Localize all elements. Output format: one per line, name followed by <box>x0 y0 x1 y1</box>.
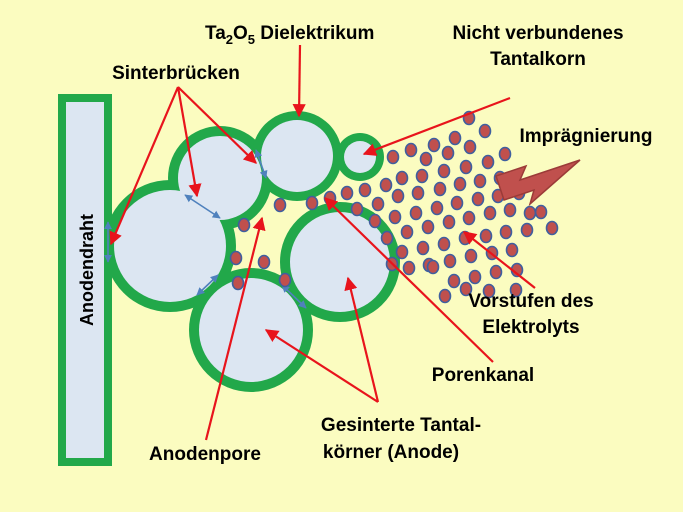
precursor-particle <box>468 269 482 285</box>
precursor-particle <box>368 213 382 229</box>
sintered-grains-label-line1: Gesinterte Tantal- <box>321 415 481 436</box>
precursor-particle <box>450 195 464 211</box>
precursor-particle <box>463 139 477 155</box>
anode-pore-label: Anodenpore <box>149 444 261 465</box>
precursor-particle <box>471 191 485 207</box>
precursor-particle <box>509 282 523 298</box>
precursor-particle <box>388 209 402 225</box>
precursor-particle <box>380 230 394 246</box>
tantalum-grain <box>114 190 226 302</box>
precursor-particle <box>442 214 456 230</box>
precursor-particle <box>534 204 548 220</box>
precursor-particle <box>391 188 405 204</box>
precursor-particle <box>459 281 473 297</box>
precursor-particle <box>379 177 393 193</box>
precursor-particle <box>237 217 251 233</box>
precursor-particle <box>483 205 497 221</box>
precursor-particle <box>520 222 534 238</box>
precursor-particle <box>453 176 467 192</box>
anode-wire-label: Anodendraht <box>77 214 97 326</box>
sinter-bridges-label: Sinterbrücken <box>112 63 240 84</box>
precursor-particle <box>427 137 441 153</box>
annotation-arrows <box>109 44 536 441</box>
precursor-particle <box>462 210 476 226</box>
tantalum-grain <box>199 278 303 382</box>
precursor-particle <box>505 242 519 258</box>
precursor-particle <box>489 264 503 280</box>
precursor-particle <box>433 181 447 197</box>
unbound-tantalum-grain <box>344 141 376 173</box>
precursor-particle <box>402 260 416 276</box>
precursor-particle <box>358 182 372 198</box>
precursor-particle <box>503 202 517 218</box>
precursor-particle <box>523 205 537 221</box>
precursor-particle <box>416 240 430 256</box>
precursor-particle <box>305 195 319 211</box>
precursor-particle <box>386 149 400 165</box>
precursors-label-line2: Elektrolyts <box>482 317 579 338</box>
tantalum-grain <box>261 120 333 192</box>
precursor-particle <box>437 163 451 179</box>
precursor-particle <box>499 224 513 240</box>
precursor-particle <box>257 254 271 270</box>
precursor-particle <box>231 275 245 291</box>
precursor-particle <box>395 244 409 260</box>
precursor-particle <box>278 272 292 288</box>
precursor-particle <box>409 205 423 221</box>
unbound-grain-label-line2: Tantalkorn <box>490 49 586 70</box>
precursor-particle <box>473 173 487 189</box>
precursor-particle <box>482 283 496 299</box>
precursor-particle <box>350 201 364 217</box>
precursor-particle <box>545 220 559 236</box>
precursor-particle <box>340 185 354 201</box>
precursor-particle <box>426 259 440 275</box>
precursor-particle <box>419 151 433 167</box>
precursor-particle <box>498 146 512 162</box>
precursor-particle <box>443 253 457 269</box>
impregnation-label: Imprägnierung <box>519 126 652 147</box>
precursor-particle <box>411 185 425 201</box>
precursor-particle <box>464 248 478 264</box>
precursor-particle <box>404 142 418 158</box>
precursor-particle <box>459 159 473 175</box>
unbound-grain-label-line1: Nicht verbundenes <box>452 23 623 44</box>
precursor-particle <box>400 224 414 240</box>
precursor-particle <box>478 123 492 139</box>
precursors-label-line1: Vorstufen des <box>468 291 593 312</box>
precursor-particle <box>430 200 444 216</box>
precursor-particle <box>479 228 493 244</box>
precursor-particle <box>437 236 451 252</box>
precursor-particle <box>395 170 409 186</box>
precursor-particle <box>441 145 455 161</box>
sintered-grains-label-line2: körner (Anode) <box>323 442 459 463</box>
precursor-particle <box>448 130 462 146</box>
dielectric-label: Ta2O5 Dielektrikum <box>205 23 374 47</box>
impregnation-arrow <box>495 159 581 207</box>
sinter-bridge-arrows <box>104 149 307 309</box>
precursor-particle <box>421 219 435 235</box>
precursor-particle <box>481 154 495 170</box>
pore-channel-label: Porenkanal <box>432 365 534 386</box>
precursor-particle <box>447 273 461 289</box>
precursor-particle <box>371 196 385 212</box>
precursor-particle <box>229 250 243 266</box>
precursor-particle <box>273 197 287 213</box>
anode-wire <box>58 94 112 466</box>
precursor-particle <box>415 168 429 184</box>
precursor-particle <box>438 288 452 304</box>
